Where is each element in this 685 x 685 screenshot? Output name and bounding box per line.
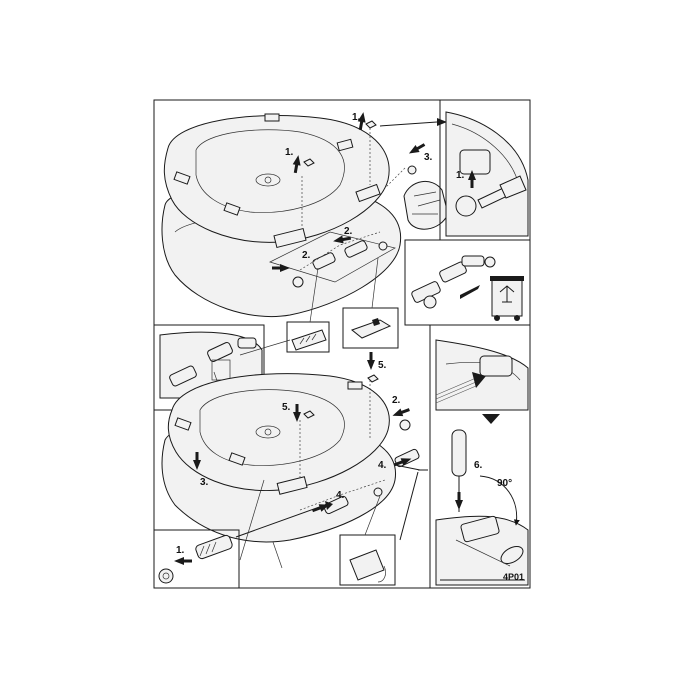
arrow-right-icon (393, 458, 412, 467)
arrow-down-icon (293, 404, 301, 422)
step-label: 1. (285, 147, 294, 158)
step-label: 2. (302, 250, 311, 261)
step-label: 3. (424, 152, 433, 163)
detail-panel-pin: 1. (153, 501, 333, 589)
step-label: 5. (282, 402, 291, 413)
arrow-left-icon (392, 408, 410, 417)
document-code: 4P01 (503, 572, 524, 582)
recycle-bin-icon (490, 276, 524, 321)
callout-hinge-cap (286, 267, 330, 353)
hinge-cap-detail (403, 181, 449, 230)
arrow-up-icon (357, 112, 366, 131)
arrow-up-icon (468, 170, 476, 188)
arrow-left-icon (408, 143, 426, 154)
detail-panel-screwdriver-rotate: 6. 90° (429, 324, 531, 589)
arrow-up-icon (292, 155, 301, 174)
hinge-cap-ring (158, 568, 174, 584)
step-label: 1. (176, 545, 185, 556)
step-label: 5. (378, 360, 387, 371)
callout-hinge-clip (342, 257, 399, 349)
arrow-down-icon (455, 492, 463, 510)
callout-pin-cap (339, 495, 396, 586)
arrow-right-icon (311, 504, 330, 513)
step-label: 1. (352, 112, 361, 123)
step-label: 4. (378, 460, 387, 471)
step-label: 3. (200, 477, 209, 488)
hinge-cap-small (303, 158, 315, 167)
toilet-seat-ring-lower (167, 373, 390, 492)
arrow-down-icon (367, 352, 375, 370)
top-assembly-panel: 1. 1. 3. 2. 2. (161, 112, 449, 318)
hatched-arrow-icon (435, 372, 486, 404)
detail-panel-screwdriver-top: 1. (439, 99, 531, 241)
step-label: 1. (456, 170, 465, 181)
step-label: 2. (392, 395, 401, 406)
arrow-right-icon (174, 557, 192, 565)
step-label: 4. (336, 490, 345, 501)
seat-opening-hinge-boss (255, 173, 281, 187)
bottom-assembly-panel: 5. 5. 2. 4. 4. 3. (161, 352, 428, 543)
toilet-seat-ring (163, 115, 390, 243)
arrow-right-icon (272, 264, 290, 272)
screwdriver-handle (451, 429, 467, 477)
arrow-left-icon (333, 235, 352, 244)
step-label: 2. (344, 226, 353, 237)
step-label: 6. (474, 460, 483, 471)
arrow-down-triangle-icon (482, 414, 500, 424)
hinge-pin-right (344, 240, 368, 258)
detail-panel-recycle (404, 239, 531, 326)
rotation-angle-label: 90° (497, 478, 512, 489)
rotate-arrow-icon (479, 475, 520, 526)
arrow-down-icon (193, 452, 201, 470)
